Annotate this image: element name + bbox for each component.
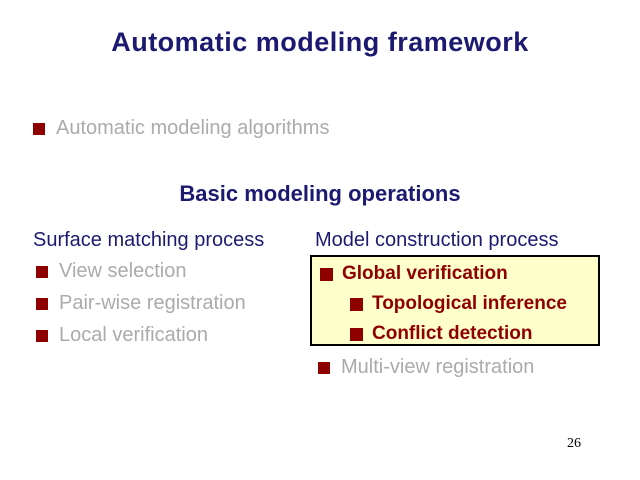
highlight-box: Global verification Topological inferenc… [310, 255, 600, 346]
bullet-item-label: View selection [59, 260, 187, 282]
slide-title: Automatic modeling framework [111, 27, 529, 57]
square-bullet-icon [36, 329, 48, 342]
bullet-item-label: Local verification [59, 324, 208, 346]
square-bullet-icon [318, 361, 330, 374]
bullet-item-pair-wise-registration: Pair-wise registration [36, 292, 246, 315]
bullet-item-global-verification: Global verification [320, 263, 508, 285]
left-column-header: Surface matching process [33, 229, 265, 251]
bullet-item-local-verification: Local verification [36, 324, 208, 347]
bullet-item-label: Automatic modeling algorithms [56, 117, 330, 139]
square-bullet-icon [320, 267, 333, 281]
bullet-item-label: Global verification [342, 263, 508, 284]
section-subtitle: Basic modeling operations [179, 181, 461, 206]
square-bullet-icon [33, 122, 45, 135]
bullet-item-multi-view-registration: Multi-view registration [318, 356, 534, 379]
square-bullet-icon [350, 327, 363, 341]
bullet-item-label: Conflict detection [372, 323, 533, 344]
square-bullet-icon [36, 265, 48, 278]
square-bullet-icon [36, 297, 48, 310]
bullet-item-topological-inference: Topological inference [350, 293, 567, 315]
bullet-item-view-selection: View selection [36, 260, 186, 283]
right-column-header: Model construction process [315, 229, 559, 251]
bullet-item-label: Pair-wise registration [59, 292, 246, 314]
bullet-item-label: Topological inference [372, 293, 567, 314]
square-bullet-icon [350, 297, 363, 311]
page-number: 26 [567, 436, 581, 451]
bullet-item-conflict-detection: Conflict detection [350, 323, 532, 345]
bullet-item-label: Multi-view registration [341, 356, 535, 378]
bullet-item-automatic-modeling-algorithms: Automatic modeling algorithms [33, 117, 329, 140]
